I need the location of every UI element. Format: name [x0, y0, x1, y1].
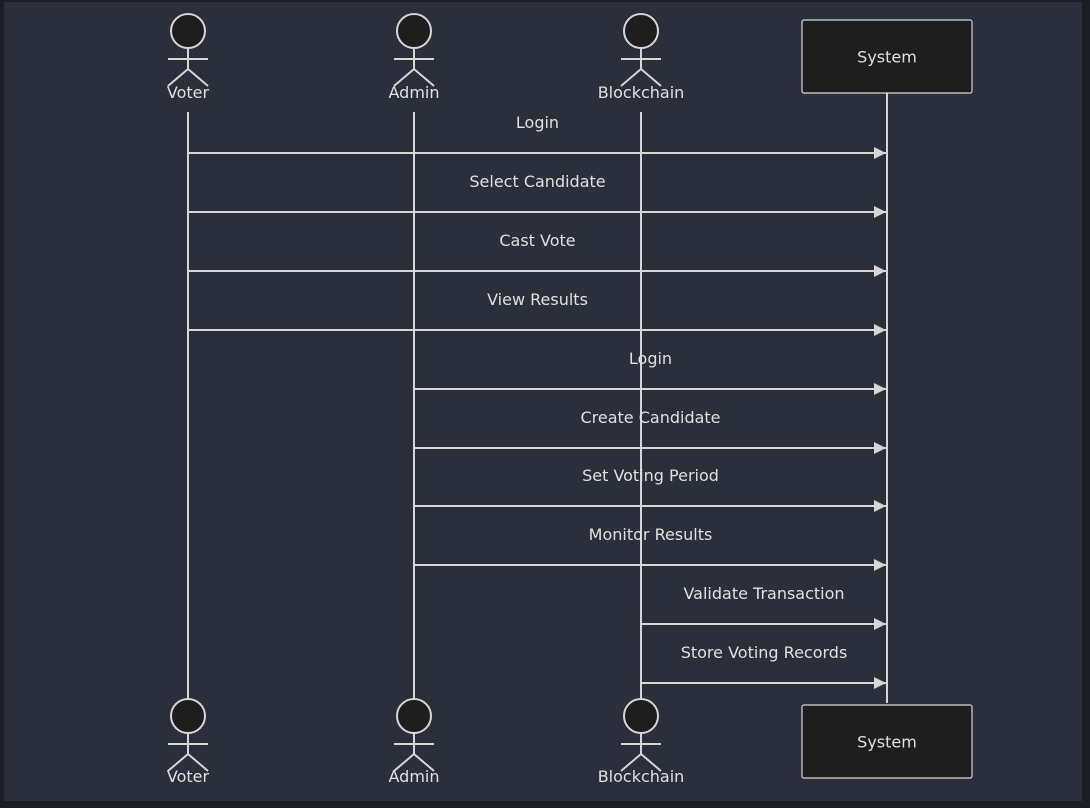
message-admin-monitor-results: Monitor Results: [414, 525, 886, 571]
message-label: View Results: [487, 290, 588, 309]
message-voter-login: Login: [188, 113, 886, 159]
message-admin-login: Login: [414, 349, 886, 395]
message-label: Cast Vote: [499, 231, 575, 250]
message-voter-select-candidate: Select Candidate: [188, 172, 886, 218]
message-label: Store Voting Records: [681, 643, 848, 662]
participant-label-admin: Admin: [389, 83, 440, 102]
actor-voter-bottom: Voter: [167, 698, 210, 786]
person-icon: [167, 733, 209, 772]
message-label: Login: [629, 349, 672, 368]
participant-box-system-bottom: System: [801, 704, 973, 779]
actor-admin-bottom: Admin: [389, 698, 440, 786]
person-icon: [620, 733, 662, 772]
message-voter-view-results: View Results: [188, 290, 886, 336]
message-admin-create-candidate: Create Candidate: [414, 408, 886, 454]
participant-label-system: System: [857, 48, 917, 67]
participant-label-voter: Voter: [167, 83, 210, 102]
actor-voter-top: Voter: [167, 13, 210, 102]
participant-label-voter: Voter: [167, 767, 210, 786]
message-voter-cast-vote: Cast Vote: [188, 231, 886, 277]
lifelines: [187, 93, 888, 703]
actor-head-icon: [170, 698, 206, 734]
actor-blockchain-top: Blockchain: [598, 13, 685, 102]
person-icon: [620, 48, 662, 87]
participant-label-admin: Admin: [389, 767, 440, 786]
actor-head-icon: [623, 13, 659, 49]
participant-label-blockchain: Blockchain: [598, 767, 685, 786]
participant-box-system-top: System: [801, 19, 973, 94]
actor-head-icon: [170, 13, 206, 49]
message-label: Login: [516, 113, 559, 132]
message-label: Select Candidate: [469, 172, 605, 191]
actor-admin-top: Admin: [389, 13, 440, 102]
actor-blockchain-bottom: Blockchain: [598, 698, 685, 786]
message-label: Create Candidate: [580, 408, 720, 427]
actor-head-icon: [623, 698, 659, 734]
message-label: Monitor Results: [589, 525, 713, 544]
message-label: Set Voting Period: [582, 466, 719, 485]
message-admin-set-voting-period: Set Voting Period: [414, 466, 886, 512]
person-icon: [393, 733, 435, 772]
message-blockchain-store-voting-records: Store Voting Records: [641, 643, 886, 689]
participants: VoterVoterAdminAdminBlockchainBlockchain…: [167, 13, 973, 786]
actor-head-icon: [396, 698, 432, 734]
message-blockchain-validate-transaction: Validate Transaction: [641, 584, 886, 630]
message-label: Validate Transaction: [683, 584, 844, 603]
person-icon: [167, 48, 209, 87]
person-icon: [393, 48, 435, 87]
participant-label-blockchain: Blockchain: [598, 83, 685, 102]
actor-head-icon: [396, 13, 432, 49]
participant-label-system: System: [857, 733, 917, 752]
